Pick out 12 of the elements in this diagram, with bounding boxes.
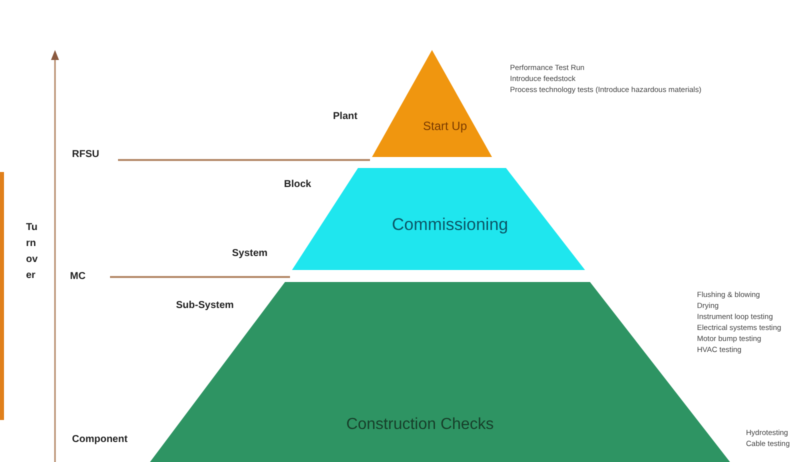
stage-label: Sub-System [176,300,234,311]
stage-label: Plant [333,111,358,122]
tier-label: Start Up [423,119,467,133]
tier-label: Commissioning [392,215,508,235]
pyramid-tier [372,50,492,157]
stage-label: System [232,248,268,259]
stage-label: MC [70,271,86,282]
stage-label: Block [284,179,312,190]
tier-label: Construction Checks [346,416,494,434]
stage-label: RFSU [72,149,100,160]
stage-label: Component [72,434,128,445]
axis-title: Turnover [26,221,39,283]
